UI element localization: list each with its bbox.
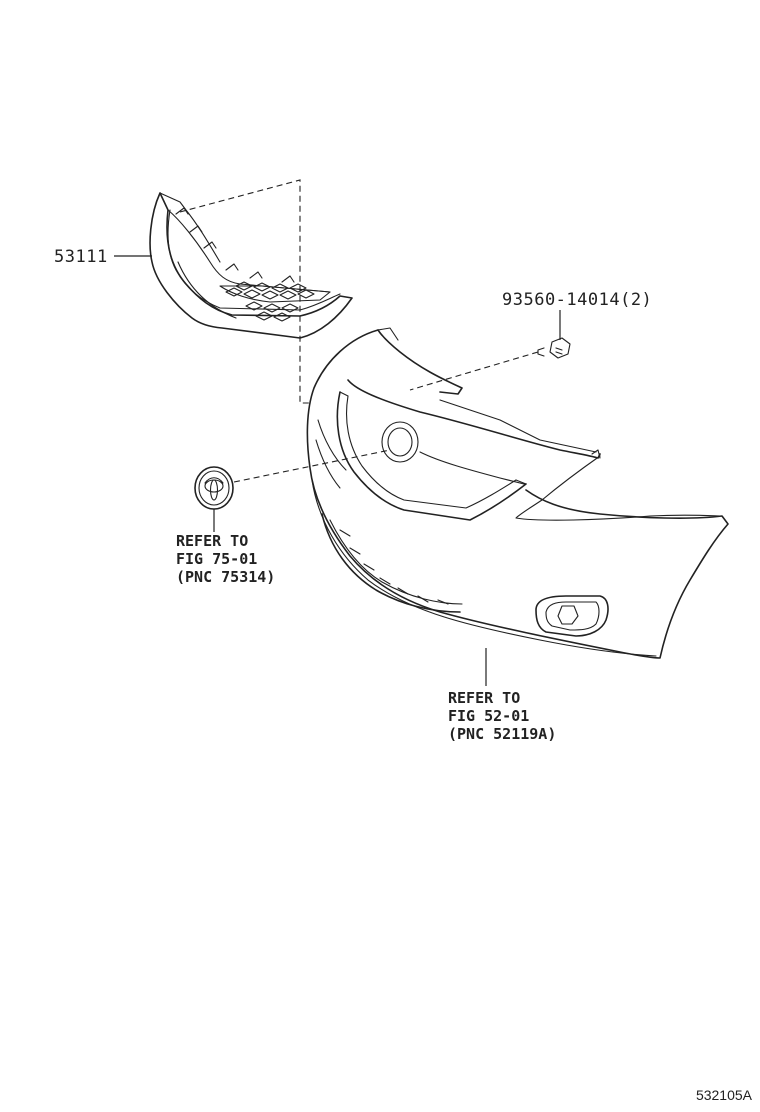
bumper-reference-line1: REFER TO [448,689,520,707]
emblem-reference-line3: (PNC 75314) [176,568,275,586]
clip-alignment-line [409,351,539,391]
grille-alignment-line [179,179,312,404]
clip-part-number: 93560-14014(2) [502,290,652,310]
bumper-reference-line2: FIG 52-01 [448,707,529,725]
emblem-reference-line2: FIG 75-01 [176,550,257,568]
grille-part-number: 53111 [54,247,108,267]
radiator-grille[interactable] [149,192,353,339]
figure-id: 532105A [696,1087,753,1103]
emblem-alignment-line [233,449,391,483]
emblem[interactable] [194,466,234,510]
front-bumper-cover[interactable] [306,327,729,659]
clip-fastener[interactable] [537,337,571,359]
bumper-reference-line3: (PNC 52119A) [448,725,556,743]
emblem-reference-line1: REFER TO [176,532,248,550]
